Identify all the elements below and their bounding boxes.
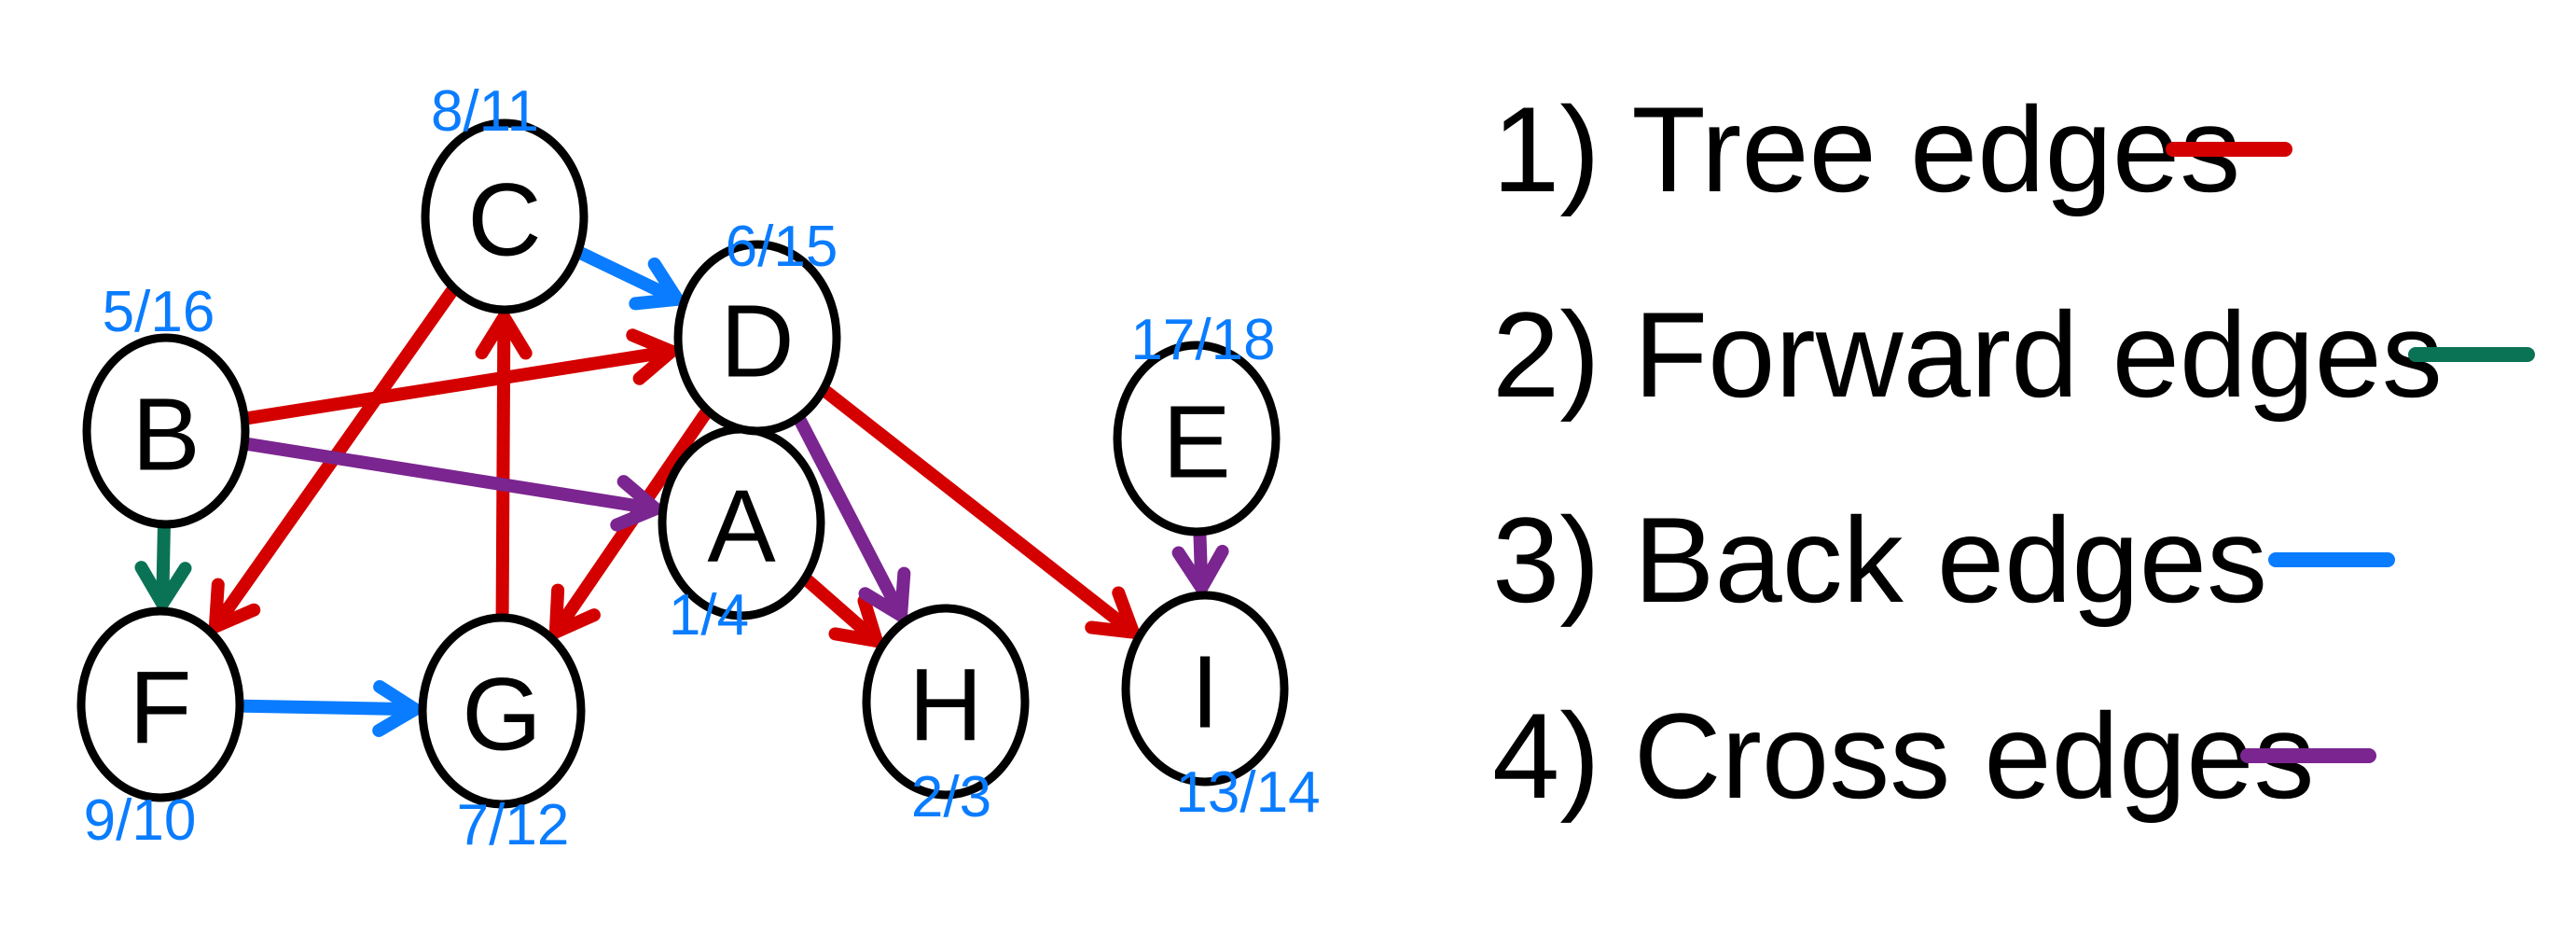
edge-D-I-tree — [820, 385, 1140, 639]
node-E: E 17/18 — [1113, 308, 1281, 536]
legend-label: 3) Back edges — [1492, 492, 2267, 628]
node-circle — [421, 118, 589, 314]
arrowhead-icon — [629, 257, 685, 311]
node-D: D6/15 — [673, 215, 841, 436]
arrowhead-icon — [208, 578, 261, 634]
arrowhead-icon — [372, 679, 422, 738]
node-A: A1/4 — [658, 425, 825, 648]
edge-E-I-cross — [1171, 529, 1229, 595]
node-C: C 8/11 — [421, 79, 589, 314]
node-circle — [76, 606, 244, 802]
edge-line — [242, 438, 662, 516]
node-circle — [673, 240, 841, 436]
arrowhead-icon — [134, 561, 192, 611]
edge-B-A-cross — [242, 438, 662, 532]
legend: 1) Tree edges 2) Forward edges 3) Back edg… — [1492, 81, 2535, 824]
edge-B-F-forward — [134, 522, 192, 611]
discovery-finish-time: 7/12 — [457, 793, 570, 857]
discovery-finish-time: 5/16 — [103, 280, 215, 344]
node-letter: C — [467, 163, 541, 278]
legend-label: 2) Forward edges — [1492, 286, 2443, 423]
node-letter: A — [707, 469, 776, 584]
node-circle — [862, 604, 1030, 800]
arrowhead-icon — [1171, 544, 1229, 595]
discovery-finish-time: 13/14 — [1175, 760, 1320, 825]
node-letter: G — [462, 658, 542, 773]
node-letter: I — [1191, 635, 1220, 750]
edges-layer — [134, 246, 1229, 738]
node-circle — [1113, 341, 1281, 536]
edge-line — [242, 344, 678, 425]
discovery-finish-time: 9/10 — [84, 788, 197, 853]
node-I: I 13/14 — [1121, 591, 1321, 825]
edge-A-H-tree — [801, 575, 883, 648]
node-G: G 7/12 — [418, 613, 586, 857]
edge-B-D-tree — [242, 328, 678, 425]
legend-item-forward: 2) Forward edges — [1492, 286, 2535, 423]
node-H: H2/3 — [862, 604, 1030, 829]
edge-D-H-cross — [794, 414, 911, 622]
legend-label: 4) Cross edges — [1492, 688, 2315, 824]
node-circle — [82, 333, 250, 529]
discovery-finish-time: 1/4 — [669, 583, 749, 648]
edge-line — [794, 414, 908, 622]
arrowhead-icon — [610, 475, 662, 532]
edge-F-G-back — [237, 679, 422, 738]
node-circle — [418, 613, 586, 809]
edge-G-C-tree — [475, 310, 533, 620]
node-letter: B — [132, 378, 200, 493]
node-letter: F — [129, 651, 191, 766]
legend-label: 1) Tree edges — [1492, 81, 2240, 217]
node-F: F 9/10 — [76, 606, 244, 853]
arrowhead-icon — [858, 566, 911, 622]
discovery-finish-time: 17/18 — [1130, 308, 1275, 372]
node-B: B 5/16 — [82, 280, 250, 529]
arrowhead-icon — [548, 583, 601, 639]
edge-C-D-back — [575, 246, 685, 311]
edge-line — [801, 575, 883, 648]
discovery-finish-time: 2/3 — [911, 765, 991, 829]
edge-line — [575, 246, 685, 306]
arrowhead-icon — [626, 328, 678, 385]
legend-item-back: 3) Back edges — [1492, 492, 2395, 628]
discovery-finish-time: 6/15 — [726, 215, 838, 279]
discovery-finish-time: 8/11 — [431, 79, 539, 144]
edge-line — [495, 310, 511, 620]
arrowhead-icon — [1085, 586, 1140, 639]
legend-item-tree: 1) Tree edges — [1492, 81, 2292, 217]
edge-line — [820, 385, 1140, 639]
node-circle — [1121, 591, 1289, 787]
arrowhead-icon — [828, 593, 883, 648]
node-letter: D — [720, 285, 794, 399]
legend-item-cross: 4) Cross edges — [1492, 688, 2376, 824]
arrowhead-icon — [475, 310, 533, 360]
node-letter: H — [908, 648, 982, 763]
edge-line — [237, 699, 422, 717]
node-letter: E — [1162, 385, 1230, 500]
